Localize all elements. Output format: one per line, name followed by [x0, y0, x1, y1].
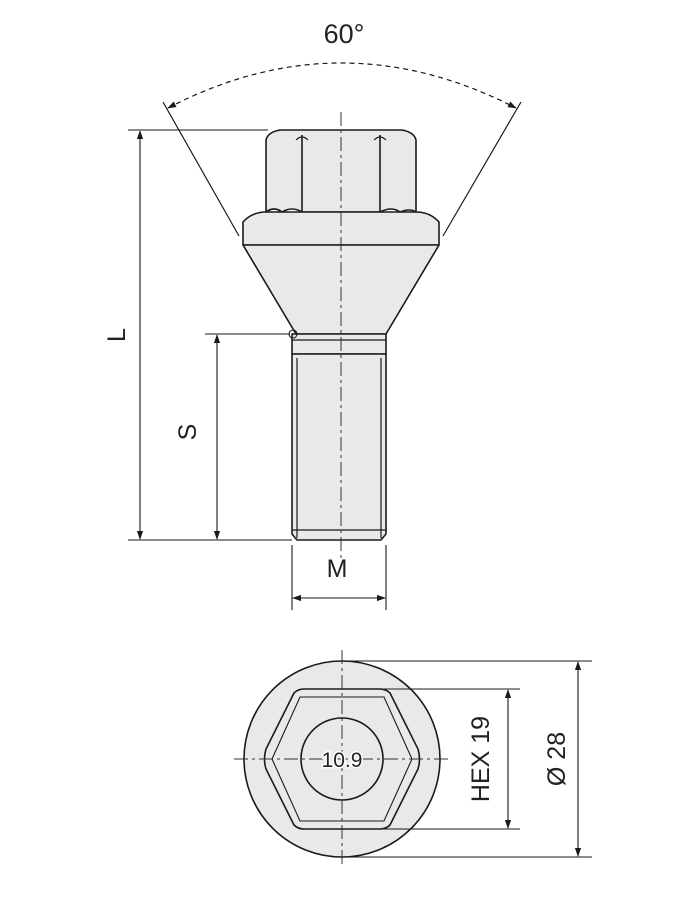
- grade-label: 10.9: [322, 749, 363, 772]
- hex-dimension: [384, 688, 520, 830]
- hex-head-rounding: [373, 136, 387, 141]
- hex-head-rounding: [295, 136, 309, 141]
- collar: [242, 211, 440, 246]
- shank-dimension: [205, 333, 290, 540]
- threaded-shank: [291, 353, 387, 541]
- angle-arc: [167, 62, 517, 109]
- shank-neck: [291, 333, 387, 355]
- diameter-dimension: [342, 660, 592, 858]
- diameter-label: Ø 28: [543, 732, 571, 786]
- thread-dimension: [291, 545, 387, 610]
- angle-dimension: [162, 62, 522, 237]
- angle-extension-line-left: [162, 101, 240, 237]
- shank-label: S: [174, 424, 202, 441]
- length-label: L: [103, 328, 131, 342]
- hex-label: HEX 19: [467, 716, 495, 802]
- angle-extension-line-right: [442, 101, 522, 237]
- bolt-side-view: [242, 129, 440, 541]
- angle-label: 60°: [324, 19, 365, 49]
- length-dimension: [128, 129, 292, 541]
- thread-label: M: [327, 555, 348, 583]
